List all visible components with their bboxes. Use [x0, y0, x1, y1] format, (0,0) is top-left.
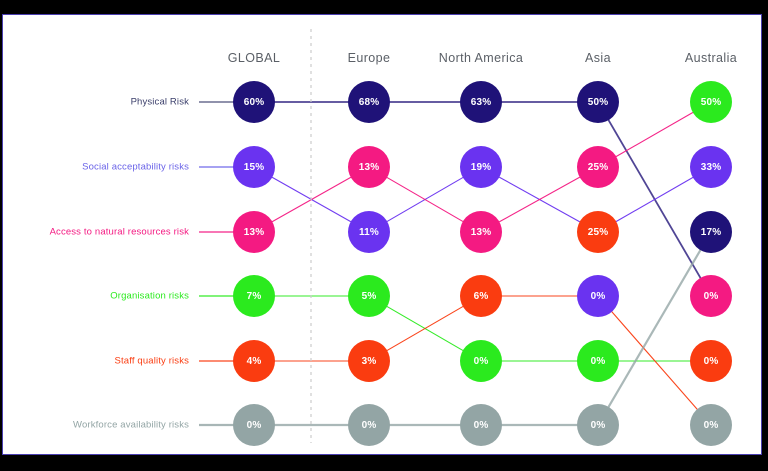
row-label-workforce-availability-risks: Workforce availability risks	[73, 419, 189, 431]
row-label-staff-quality-risks: Staff quality risks	[114, 355, 189, 367]
node-australia-physical-risk[interactable]: 17%	[690, 211, 732, 253]
node-value: 4%	[246, 355, 262, 367]
row-label-access-to-natural-resources-risk: Access to natural resources risk	[49, 226, 189, 238]
node-asia-organisation-risks[interactable]: 0%	[577, 340, 619, 382]
node-asia-staff-quality-risks[interactable]: 25%	[577, 211, 619, 253]
node-north-america-physical-risk[interactable]: 63%	[460, 81, 502, 123]
node-value: 19%	[470, 161, 492, 173]
row-label-organisation-risks: Organisation risks	[110, 290, 189, 302]
node-value: 15%	[243, 161, 265, 173]
node-australia-staff-quality-risks[interactable]: 0%	[690, 340, 732, 382]
node-europe-access-to-natural-resources-risk[interactable]: 13%	[348, 146, 390, 188]
label-connector-stubs	[199, 101, 235, 427]
link-social-acceptability-risks-3	[615, 176, 694, 223]
node-value: 0%	[361, 419, 377, 431]
node-value: 3%	[361, 355, 377, 367]
node-value: 33%	[700, 161, 722, 173]
node-europe-workforce-availability-risks[interactable]: 0%	[348, 404, 390, 446]
node-north-america-social-acceptability-risks[interactable]: 19%	[460, 146, 502, 188]
node-europe-staff-quality-risks[interactable]: 3%	[348, 340, 390, 382]
node-australia-workforce-availability-risks[interactable]: 0%	[690, 404, 732, 446]
column-header-north-america: North America	[438, 51, 524, 65]
node-value: 0%	[246, 419, 262, 431]
node-value: 0%	[473, 355, 489, 367]
node-value: 6%	[473, 290, 489, 302]
node-value: 50%	[700, 96, 722, 108]
node-north-america-staff-quality-risks[interactable]: 6%	[460, 275, 502, 317]
node-value: 68%	[358, 96, 380, 108]
row-label-physical-risk: Physical Risk	[130, 96, 189, 108]
link-access-to-natural-resources-risk-1	[386, 176, 464, 223]
node-value: 5%	[361, 290, 377, 302]
node-north-america-workforce-availability-risks[interactable]: 0%	[460, 404, 502, 446]
link-access-to-natural-resources-risk-3	[615, 111, 694, 158]
node-global-social-acceptability-risks[interactable]: 15%	[233, 146, 275, 188]
column-header-europe: Europe	[347, 51, 391, 65]
node-value: 0%	[703, 290, 719, 302]
node-value: 7%	[246, 290, 262, 302]
link-workforce-availability-risks-3	[607, 248, 702, 409]
node-value: 0%	[590, 419, 606, 431]
node-asia-social-acceptability-risks[interactable]: 0%	[577, 275, 619, 317]
node-asia-workforce-availability-risks[interactable]: 0%	[577, 404, 619, 446]
node-value: 17%	[700, 226, 722, 238]
node-value: 0%	[590, 355, 606, 367]
node-value: 25%	[587, 161, 609, 173]
node-asia-access-to-natural-resources-risk[interactable]: 25%	[577, 146, 619, 188]
column-header-australia: Australia	[684, 51, 738, 65]
node-value: 63%	[470, 96, 492, 108]
link-staff-quality-risks-1	[386, 305, 464, 352]
link-access-to-natural-resources-risk-2	[498, 176, 581, 223]
slope-lines-layer	[199, 29, 702, 443]
node-australia-access-to-natural-resources-risk[interactable]: 0%	[690, 275, 732, 317]
node-global-organisation-risks[interactable]: 7%	[233, 275, 275, 317]
row-label-social-acceptability-risks: Social acceptability risks	[82, 161, 189, 173]
node-north-america-access-to-natural-resources-risk[interactable]: 13%	[460, 211, 502, 253]
node-global-workforce-availability-risks[interactable]: 0%	[233, 404, 275, 446]
column-header-global: GLOBAL	[227, 51, 281, 65]
column-header-asia: Asia	[585, 51, 611, 65]
node-europe-organisation-risks[interactable]: 5%	[348, 275, 390, 317]
node-value: 13%	[470, 226, 492, 238]
node-value: 0%	[473, 419, 489, 431]
node-global-staff-quality-risks[interactable]: 4%	[233, 340, 275, 382]
node-europe-physical-risk[interactable]: 68%	[348, 81, 390, 123]
node-value: 11%	[358, 226, 380, 238]
node-global-physical-risk[interactable]: 60%	[233, 81, 275, 123]
node-value: 25%	[587, 226, 609, 238]
node-australia-organisation-risks[interactable]: 50%	[690, 81, 732, 123]
link-staff-quality-risks-3	[610, 310, 699, 411]
node-asia-physical-risk[interactable]: 50%	[577, 81, 619, 123]
node-value: 0%	[703, 355, 719, 367]
node-value: 0%	[590, 290, 606, 302]
node-value: 50%	[587, 96, 609, 108]
node-value: 13%	[243, 226, 265, 238]
node-value: 60%	[243, 96, 265, 108]
node-value: 0%	[703, 419, 719, 431]
node-europe-social-acceptability-risks[interactable]: 11%	[348, 211, 390, 253]
node-value: 13%	[358, 161, 380, 173]
chart-panel: GLOBAL Europe North America Asia Australia P…	[2, 14, 762, 455]
node-north-america-organisation-risks[interactable]: 0%	[460, 340, 502, 382]
node-australia-social-acceptability-risks[interactable]: 33%	[690, 146, 732, 188]
node-global-access-to-natural-resources-risk[interactable]: 13%	[233, 211, 275, 253]
